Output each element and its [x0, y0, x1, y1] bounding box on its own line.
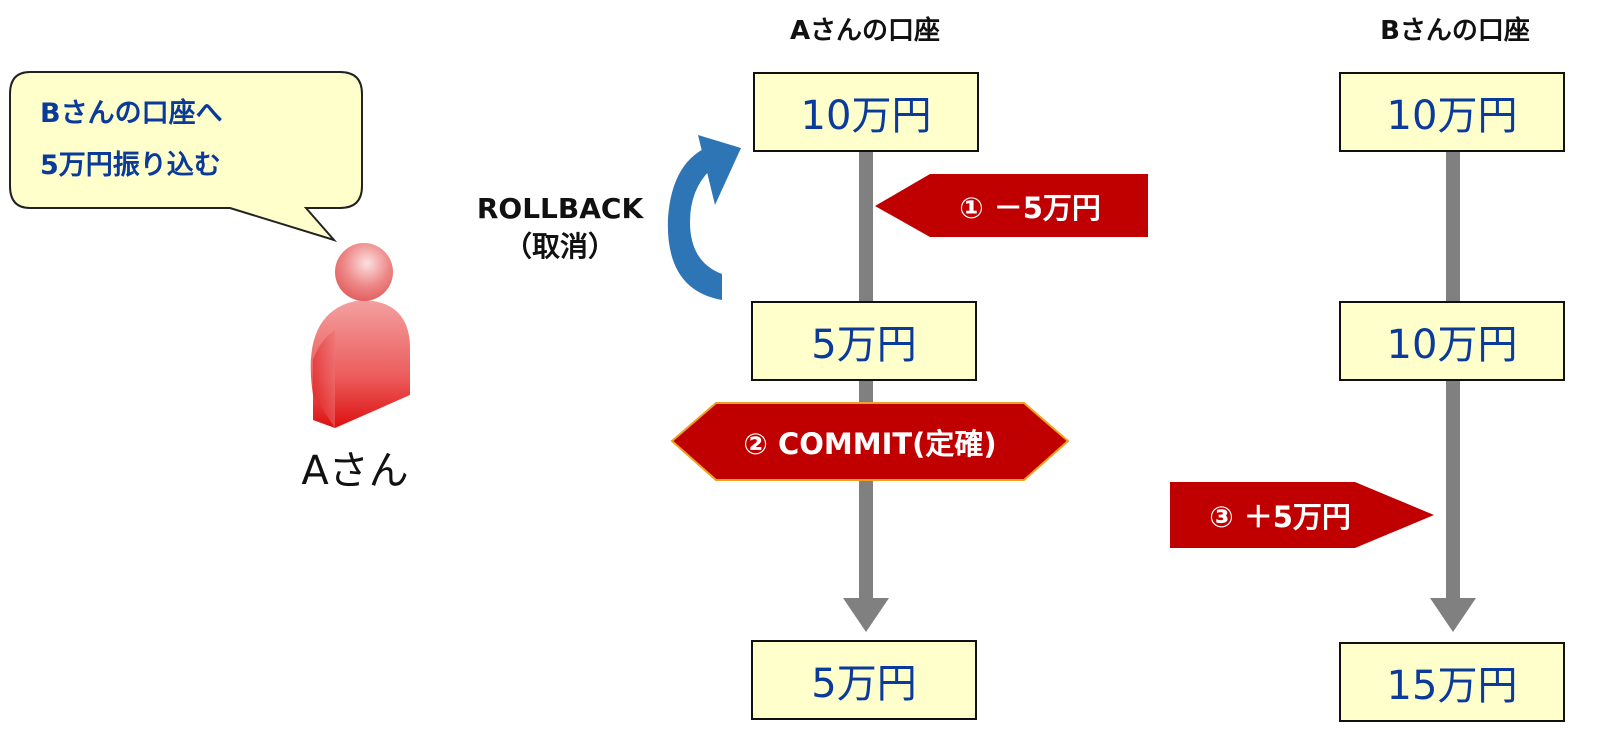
step-3-label: ③ ＋5万円 — [1209, 500, 1351, 534]
step-3-tag-shape — [1170, 482, 1434, 548]
rollback-label: ROLLBACK （取消） — [455, 190, 665, 266]
person-icon — [310, 243, 410, 428]
account-a-balance-final: 5万円 — [751, 640, 977, 720]
speech-bubble-line-2: 5万円振り込む — [40, 150, 221, 181]
account-b-balance-final: 15万円 — [1339, 642, 1565, 722]
account-a-title: Aさんの口座 — [789, 16, 941, 46]
speech-bubble: Bさんの口座へ 5万円振り込む — [40, 88, 340, 192]
step-1-tag-shape — [875, 174, 1148, 237]
rollback-label-line-2: （取消） — [503, 230, 616, 263]
step-2-label: ② COMMIT(定確) — [743, 426, 997, 461]
account-a-down-arrow-icon — [843, 598, 889, 632]
account-b-balance-middle: 10万円 — [1339, 301, 1565, 381]
rollback-label-line-1: ROLLBACK — [476, 192, 644, 225]
account-b-balance-initial: 10万円 — [1339, 72, 1565, 152]
person-label: Aさん — [301, 448, 409, 494]
account-a-stem-1 — [859, 150, 873, 302]
account-b-stem-2 — [1446, 378, 1460, 600]
step-2-tag-shape — [670, 402, 1070, 481]
speech-bubble-line-1: Bさんの口座へ — [40, 98, 223, 129]
account-b-down-arrow-icon — [1430, 598, 1476, 632]
account-a-balance-initial: 10万円 — [753, 72, 979, 152]
account-b-title: Bさんの口座 — [1380, 16, 1530, 46]
account-a-balance-after-withdraw: 5万円 — [751, 301, 977, 381]
account-b-stem-1 — [1446, 150, 1460, 302]
rollback-arrow-icon — [667, 135, 741, 300]
step-1-label: ① －5万円 — [959, 190, 1101, 225]
speech-bubble-shape — [9, 71, 363, 242]
